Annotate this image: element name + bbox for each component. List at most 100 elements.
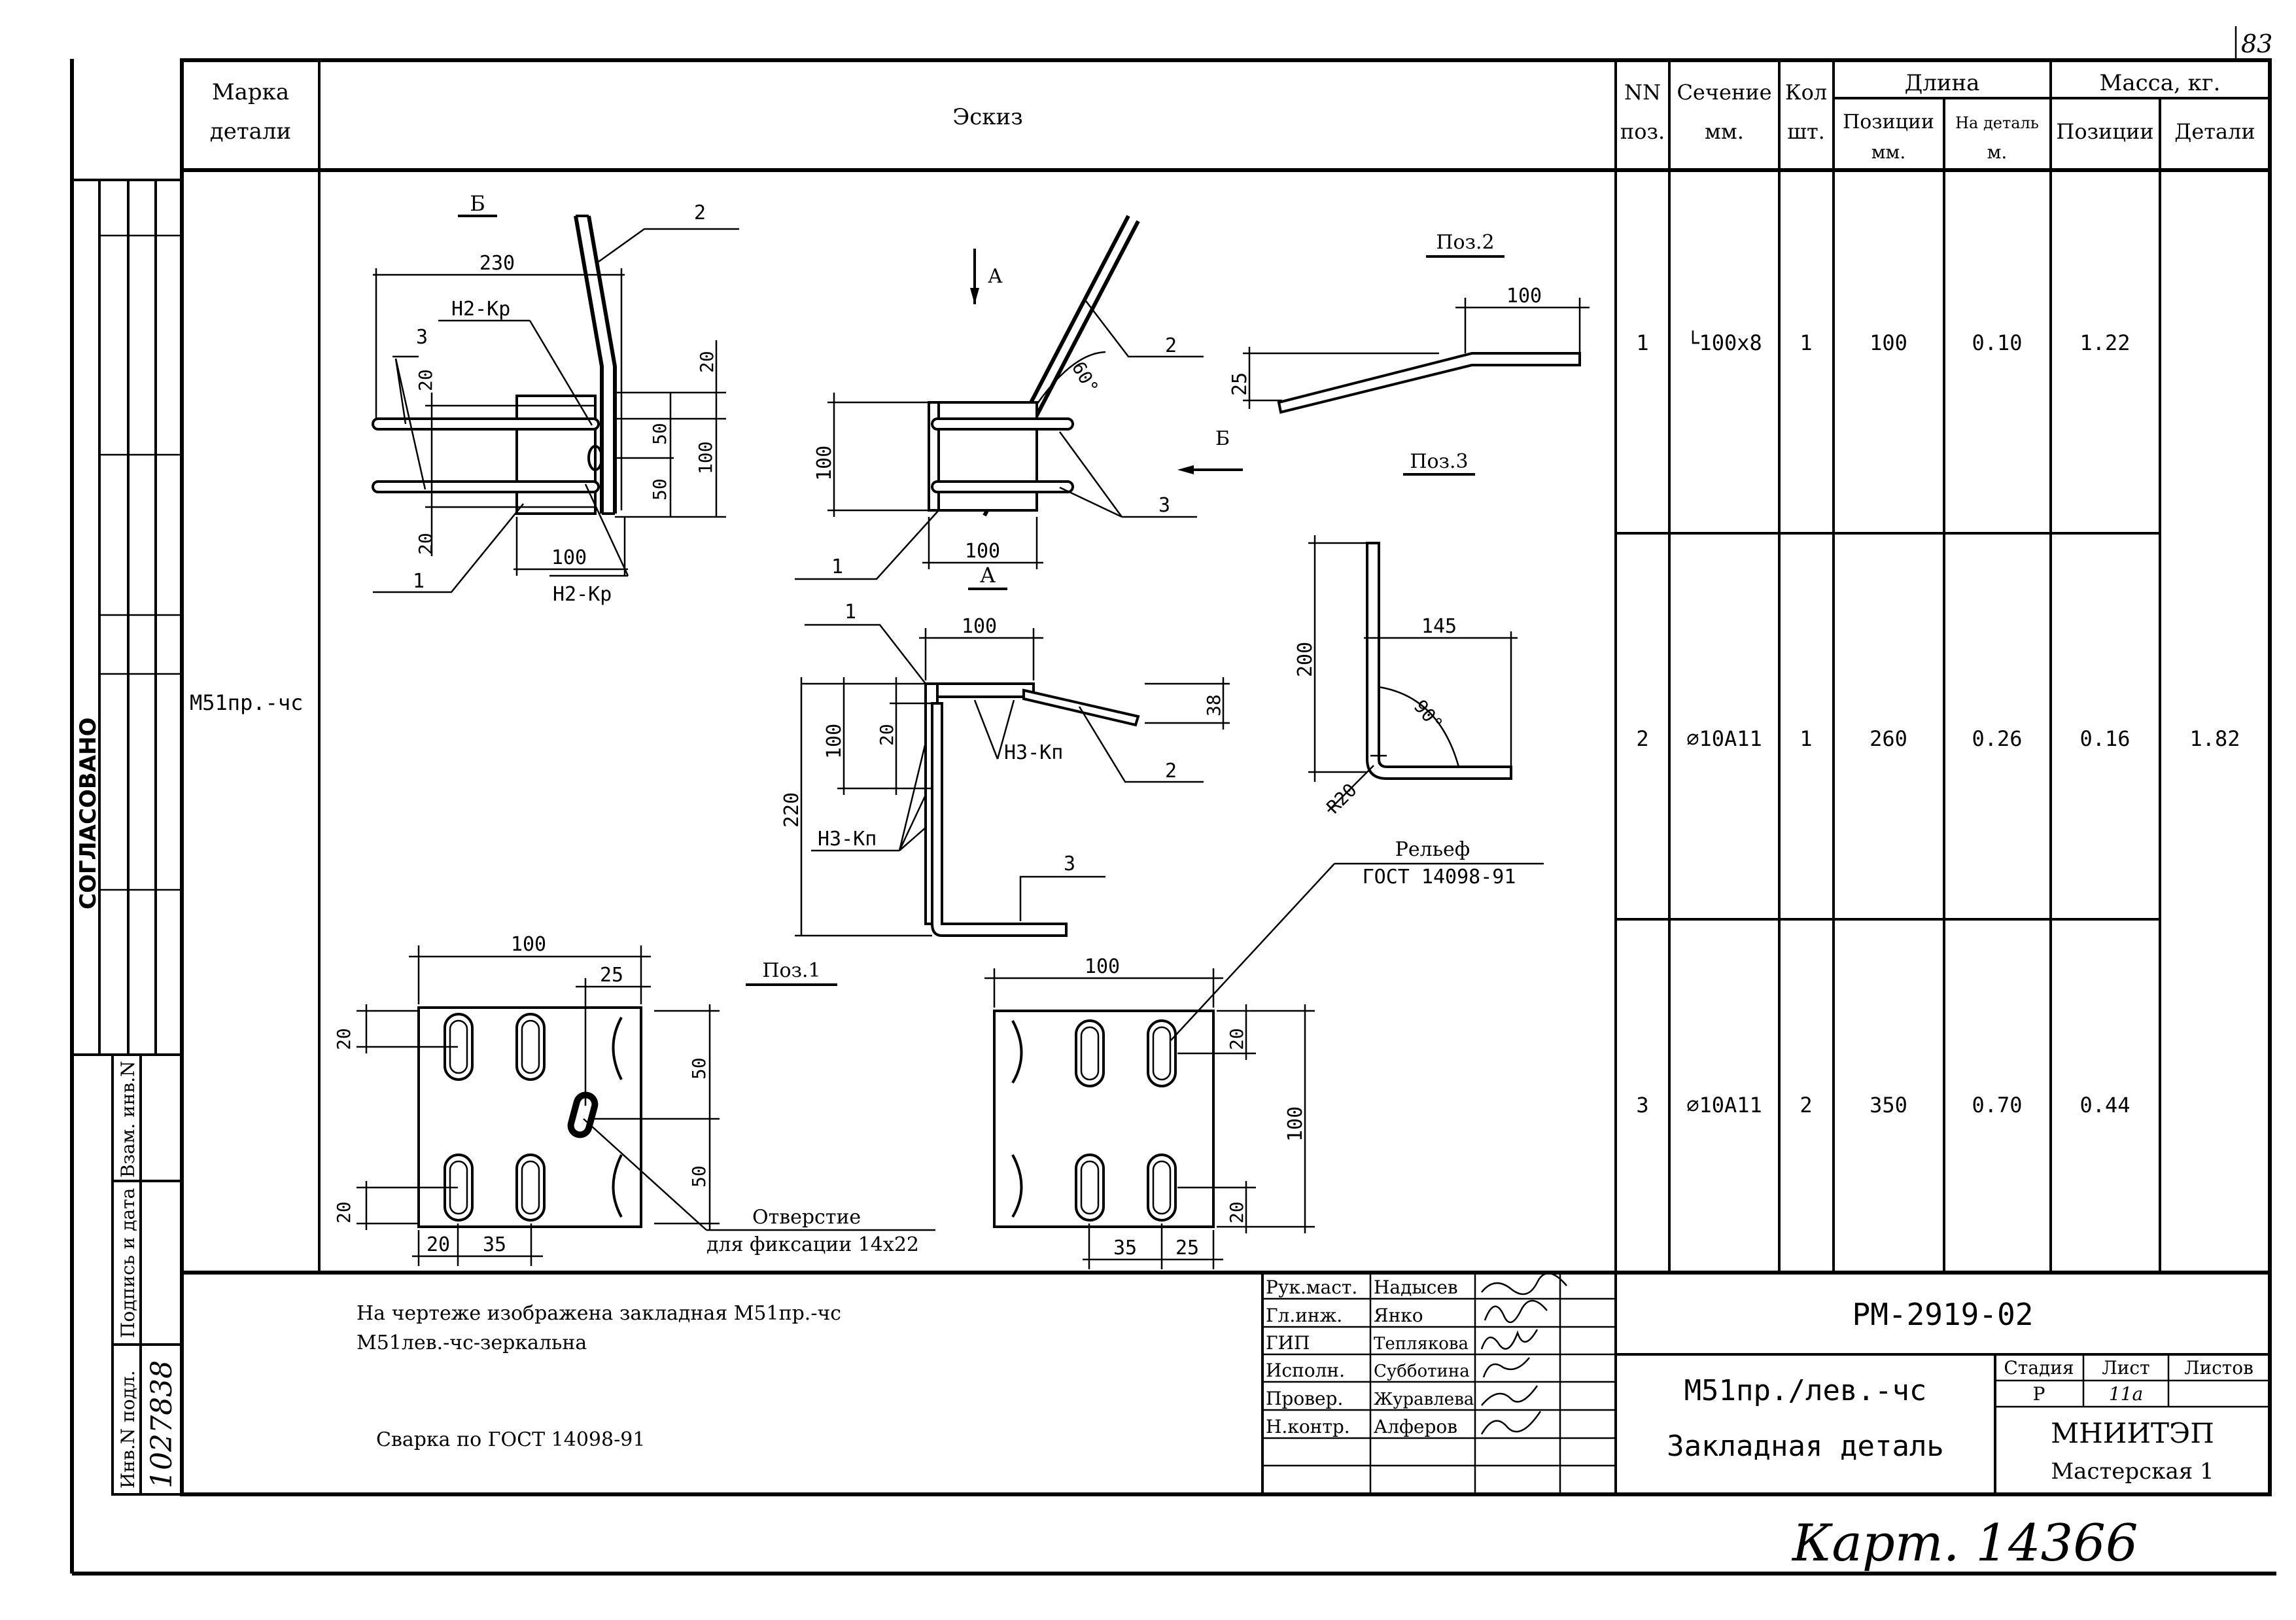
row3-pos: 3 bbox=[1636, 1093, 1648, 1118]
dim-35b: 35 bbox=[1113, 1237, 1137, 1259]
note-line3: Сварка по ГОСТ 14098-91 bbox=[376, 1428, 645, 1451]
dim-100i: 100 bbox=[1085, 955, 1120, 978]
row2-pos: 2 bbox=[1636, 726, 1648, 751]
view-b-title: Б bbox=[470, 191, 485, 216]
callout-3a: 3 bbox=[416, 326, 428, 349]
table-row: 1 └100x8 1 100 0.10 1.22 bbox=[1636, 330, 2130, 355]
hole-note-line1: Отверстие bbox=[752, 1206, 861, 1229]
row1-qty: 1 bbox=[1800, 330, 1812, 355]
callout-1a: 1 bbox=[413, 570, 425, 593]
row1-len-pos: 100 bbox=[1870, 330, 1907, 355]
dim-50c: 50 bbox=[688, 1057, 710, 1080]
header-mass-det: Детали bbox=[2174, 119, 2255, 144]
header-length: Длина bbox=[1905, 70, 1980, 96]
dim-100g: 100 bbox=[823, 724, 846, 759]
row3-len-pos: 350 bbox=[1870, 1093, 1907, 1118]
header-qty-line1: Кол bbox=[1785, 80, 1827, 105]
dim-100h: 100 bbox=[511, 933, 546, 956]
header-nn-line1: NN bbox=[1624, 80, 1661, 105]
dim-100a: 100 bbox=[551, 546, 587, 569]
dim-100f: 100 bbox=[962, 615, 997, 638]
dim-200: 200 bbox=[1294, 642, 1317, 677]
sign-name-4: Субботина bbox=[1374, 1362, 1470, 1381]
hole-note-line2: для фиксации 14х22 bbox=[706, 1233, 919, 1256]
arrow-a-label: А bbox=[988, 265, 1003, 288]
sheet-frame bbox=[70, 26, 2276, 1576]
stage-label: Стадия bbox=[2004, 1357, 2074, 1379]
sign-role-6: Н.контр. bbox=[1266, 1416, 1350, 1437]
note-line2: М51лев.-чс-зеркальна bbox=[357, 1331, 587, 1354]
org-name: МНИИТЭП bbox=[2051, 1417, 2214, 1449]
dim-20e: 20 bbox=[333, 1028, 355, 1050]
signature-rows: Рук.маст. Надысев Гл.инж. Янко ГИП Тепля… bbox=[1266, 1277, 1474, 1437]
row3-section: ⌀10A11 bbox=[1686, 1093, 1762, 1118]
relief-line2: ГОСТ 14098-91 bbox=[1363, 866, 1516, 889]
dim-20c: 20 bbox=[696, 351, 718, 373]
row1-mass-pos: 1.22 bbox=[2079, 330, 2130, 355]
sheet-label: Лист bbox=[2102, 1357, 2149, 1379]
row3-qty: 2 bbox=[1800, 1093, 1812, 1118]
handwritten-signatures bbox=[1480, 1272, 1567, 1435]
inv-replace-label: Взам. инв.N bbox=[117, 1061, 139, 1178]
dim-35a: 35 bbox=[483, 1233, 506, 1256]
row2-qty: 1 bbox=[1800, 726, 1812, 751]
title-name: Закладная деталь bbox=[1667, 1430, 1944, 1463]
sign-role-2: Гл.инж. bbox=[1266, 1305, 1342, 1326]
header-mark-line1: Марка bbox=[212, 79, 289, 105]
plate-right-sketch bbox=[984, 862, 1544, 1269]
pos3-sketch bbox=[1308, 535, 1518, 812]
dim-100j: 100 bbox=[1284, 1106, 1307, 1142]
angle-60: 60° bbox=[1068, 358, 1103, 397]
pos2-sketch bbox=[1243, 255, 1590, 476]
weld-label-d: Н3-Кп bbox=[818, 828, 877, 851]
callout-2c: 2 bbox=[1165, 760, 1177, 783]
sign-name-5: Журавлева bbox=[1374, 1390, 1474, 1409]
side-stamp bbox=[72, 179, 183, 1496]
dim-220: 220 bbox=[780, 792, 803, 828]
inv-number: 1027838 bbox=[145, 1360, 179, 1488]
dim-20d: 20 bbox=[876, 724, 897, 746]
page-number: 83 bbox=[2241, 29, 2272, 58]
row1-pos: 1 bbox=[1636, 330, 1648, 355]
callout-1b: 1 bbox=[831, 555, 843, 578]
dim-230: 230 bbox=[479, 252, 515, 275]
header-len-pos-line2: мм. bbox=[1871, 141, 1905, 163]
dim-50b: 50 bbox=[649, 478, 670, 501]
detail-mark: М51пр.-чс bbox=[190, 690, 303, 715]
sign-role-1: Рук.маст. bbox=[1266, 1277, 1357, 1298]
dim-20h: 20 bbox=[1226, 1028, 1247, 1050]
dim-100c: 100 bbox=[813, 446, 836, 481]
title-block-grid bbox=[1616, 1353, 2270, 1494]
row2-section: ⌀10A11 bbox=[1686, 726, 1762, 751]
title-mark: М51пр./лев.-чс bbox=[1684, 1374, 1927, 1407]
workshop-name: Мастерская 1 bbox=[2051, 1458, 2214, 1485]
callout-2a: 2 bbox=[694, 202, 706, 224]
header-qty-line2: шт. bbox=[1787, 119, 1825, 144]
pos2-title: Поз.2 bbox=[1436, 231, 1494, 254]
weld-label-a: Н2-Кр bbox=[451, 298, 510, 321]
row2-len-pos: 260 bbox=[1870, 726, 1907, 751]
callout-3b: 3 bbox=[1158, 494, 1170, 517]
header-section-line1: Сечение bbox=[1677, 80, 1771, 105]
main-table-grid bbox=[182, 60, 2270, 1275]
callout-1c: 1 bbox=[844, 601, 856, 624]
table-row: 2 ⌀10A11 1 260 0.26 0.16 bbox=[1636, 726, 2130, 751]
sheets-label: Листов bbox=[2184, 1357, 2253, 1379]
dim-20a: 20 bbox=[415, 369, 436, 391]
pos1-elevation-sketch bbox=[746, 624, 1230, 986]
dim-100d: 100 bbox=[965, 540, 1000, 563]
header-len-det-line2: м. bbox=[1987, 141, 2008, 163]
header-len-pos-line1: Позиции bbox=[1843, 111, 1934, 133]
pos1-title: Поз.1 bbox=[762, 959, 820, 982]
dim-50a: 50 bbox=[649, 423, 670, 445]
dim-100b: 100 bbox=[695, 441, 716, 474]
signature-grid bbox=[1261, 1273, 1617, 1494]
dim-20f: 20 bbox=[333, 1201, 355, 1224]
pos3-title: Поз.3 bbox=[1410, 450, 1468, 473]
row1-len-det: 0.10 bbox=[1972, 330, 2022, 355]
dim-38: 38 bbox=[1203, 694, 1225, 716]
sign-role-4: Исполн. bbox=[1266, 1360, 1345, 1381]
sign-name-2: Янко bbox=[1374, 1305, 1423, 1326]
agreed-label: СОГЛАСОВАНО bbox=[75, 717, 101, 909]
header-mass: Масса, кг. bbox=[2100, 70, 2221, 96]
